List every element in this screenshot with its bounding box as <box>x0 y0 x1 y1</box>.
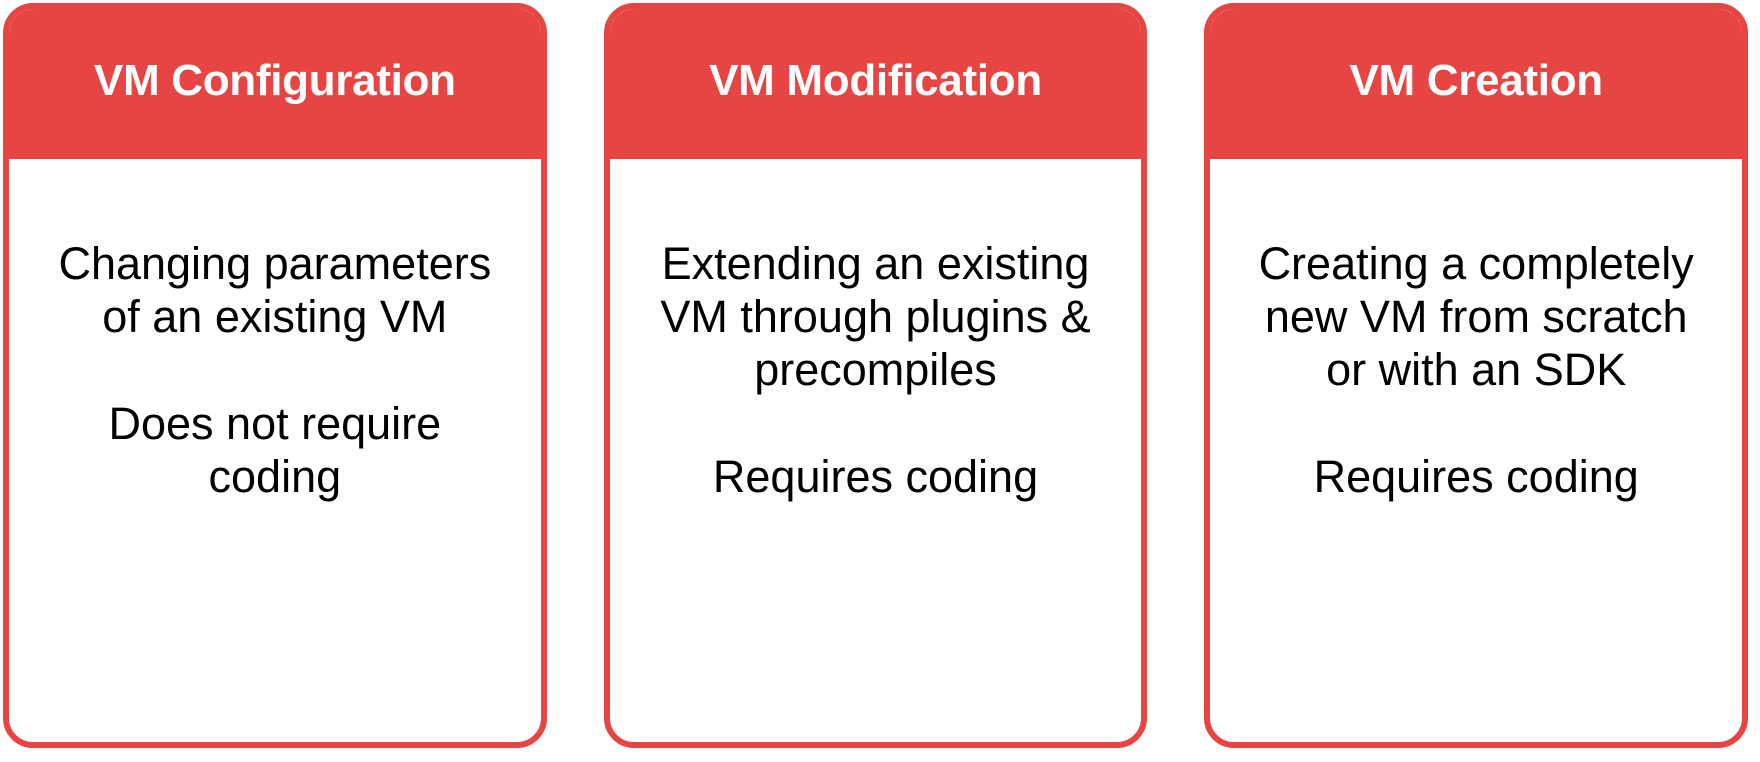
card-description-vm-modification: Extending an existing VM through plugins… <box>660 238 1091 396</box>
card-body-vm-creation: Creating a completely new VM from scratc… <box>1210 159 1742 742</box>
card-description-vm-configuration: Changing parameters of an existing VM <box>58 238 492 343</box>
card-header-vm-creation: VM Creation <box>1210 9 1743 159</box>
card-title-vm-configuration: VM Configuration <box>93 55 456 105</box>
card-body-vm-modification: Extending an existing VM through plugins… <box>610 159 1142 742</box>
card-header-vm-modification: VM Modification <box>609 9 1142 159</box>
card-vm-modification: VM Modification Extending an existing VM… <box>603 3 1148 748</box>
card-title-vm-creation: VM Creation <box>1349 55 1603 105</box>
card-title-vm-modification: VM Modification <box>709 55 1042 105</box>
card-header-vm-configuration: VM Configuration <box>8 9 541 159</box>
card-coding-note-vm-creation: Requires coding <box>1313 451 1639 503</box>
card-coding-note-vm-modification: Requires coding <box>712 451 1039 503</box>
card-description-vm-creation: Creating a completely new VM from scratc… <box>1258 238 1694 396</box>
card-vm-configuration: VM Configuration Changing parameters of … <box>3 3 547 748</box>
card-coding-note-vm-configuration: Does not require coding <box>108 398 442 503</box>
card-vm-creation: VM Creation Creating a completely new VM… <box>1204 3 1749 748</box>
card-body-vm-configuration: Changing parameters of an existing VM Do… <box>9 159 541 742</box>
